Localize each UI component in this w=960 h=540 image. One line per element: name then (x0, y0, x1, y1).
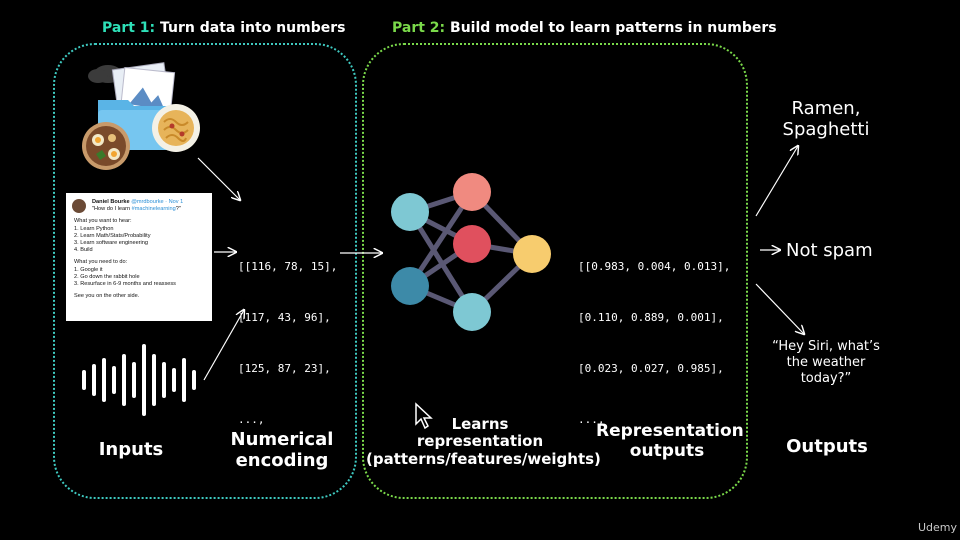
matrix-row: [[0.983, 0.004, 0.013], (578, 260, 731, 273)
input-node (391, 193, 429, 231)
numerical-encoding-label: Numerical encoding (230, 429, 334, 471)
part2-container (362, 43, 748, 499)
tweet-question: "How do I learn #machinelearning?" (92, 206, 181, 213)
encoding-matrix: [[116, 78, 15], [117, 43, 96], [125, 87,… (238, 224, 337, 445)
food-output: Ramen, Spaghetti (782, 98, 870, 140)
part1-title: Part 1: Turn data into numbers (102, 20, 345, 36)
input-node (391, 267, 429, 305)
arrow-images-to-encoding (197, 157, 240, 200)
part2-title: Part 2: Build model to learn patterns in… (392, 20, 777, 36)
arrow-to-siri (755, 283, 804, 334)
tweet-need-heading: What you need to do: (74, 259, 128, 266)
mouse-cursor-icon (415, 402, 433, 430)
tweet-card: Daniel Bourke @mrdbourke · Nov 1 "How do… (66, 193, 212, 321)
matrix-row: [117, 43, 96], (238, 311, 331, 324)
tweet-author: Daniel Bourke (92, 199, 130, 205)
part1-prefix: Part 1: (102, 20, 156, 36)
tweet-hashtag: #machinelearning (131, 206, 176, 213)
tweet-need-item: 2. Go down the rabbit hole (74, 273, 140, 280)
tweet-need-item: 1. Google it (74, 266, 103, 273)
tweet-want-heading: What you want to hear: (74, 218, 132, 225)
arrow-to-food (755, 146, 798, 217)
tweet-signoff: See you on the other side. (74, 293, 140, 300)
arrow-audio-to-encoding (203, 310, 244, 381)
output-matrix: [[0.983, 0.004, 0.013], [0.110, 0.889, 0… (578, 224, 730, 445)
part1-rest: Turn data into numbers (155, 20, 346, 36)
spam-output: Not spam (786, 240, 873, 261)
inputs-label: Inputs (98, 439, 164, 460)
tweet-want-item: 2. Learn Math/Stats/Probability (74, 232, 151, 239)
udemy-watermark: Udemy (918, 521, 958, 534)
matrix-row: [125, 87, 23], (238, 362, 331, 375)
tweet-handle: @mrdbourke · Nov 1 (131, 199, 184, 205)
hidden-node (453, 225, 491, 263)
tweet-want-item: 1. Learn Python (74, 225, 114, 232)
part2-rest: Build model to learn patterns in numbers (445, 20, 777, 36)
tweet-avatar (72, 199, 86, 213)
part2-prefix: Part 2: (392, 20, 446, 36)
matrix-row: ..., (238, 413, 265, 426)
matrix-row: [0.023, 0.027, 0.985], (578, 362, 724, 375)
tweet-need-item: 3. Resurface in 6-9 months and reassess (74, 281, 176, 288)
tweet-want-item: 3. Learn software engineering (74, 240, 149, 247)
matrix-row: [0.110, 0.889, 0.001], (578, 311, 724, 324)
hidden-node (453, 173, 491, 211)
audio-waveform-icon (82, 344, 196, 416)
siri-output: “Hey Siri, what’s the weather today?” (772, 339, 880, 386)
matrix-row: ..., (578, 413, 605, 426)
tweet-header: Daniel Bourke @mrdbourke · Nov 1 (92, 199, 204, 206)
tweet-want-item: 4. Build (74, 247, 93, 254)
representation-outputs-label: Representation outputs (596, 421, 744, 461)
food-images-icon (82, 62, 200, 170)
matrix-row: [[116, 78, 15], (238, 260, 338, 273)
output-node (513, 235, 551, 273)
outputs-label: Outputs (786, 436, 868, 457)
neural-network-diagram (391, 173, 551, 331)
learns-representation-label: Learns representation (patterns/features… (366, 415, 601, 468)
part1-container (53, 43, 357, 499)
hidden-node (453, 293, 491, 331)
